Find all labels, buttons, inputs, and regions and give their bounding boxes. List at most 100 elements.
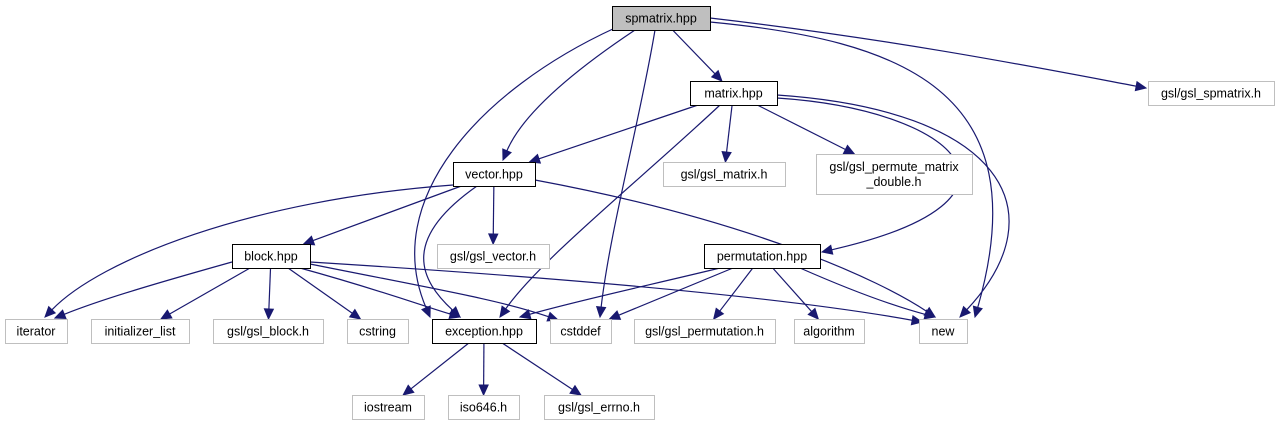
edge-matrix-to-vector — [528, 104, 699, 164]
node-box — [919, 319, 968, 344]
arrowhead-icon — [348, 308, 362, 320]
node-label: gsl/gsl_vector.h — [450, 250, 536, 264]
nodes-layer: spmatrix.hpp matrix.hpp gsl/gsl_spmatrix.h… — [5, 6, 1275, 420]
edge-block-to-cstring — [287, 267, 362, 320]
node-exception[interactable]: exception.hpp — [432, 319, 537, 344]
arrowhead-icon — [478, 384, 489, 397]
edge-permutation-to-new — [799, 267, 937, 320]
arrowhead-icon — [712, 307, 725, 320]
arrowhead-icon — [448, 308, 462, 320]
node-box — [794, 319, 865, 344]
edge-permutation-to-gsl_permutation — [712, 267, 754, 320]
arrowhead-icon — [807, 307, 820, 320]
node-gsl-vector: gsl/gsl_vector.h — [437, 244, 550, 269]
node-label: iterator — [17, 325, 56, 339]
node-iso646: iso646.h — [448, 395, 520, 420]
edge-permutation-to-exception — [518, 267, 721, 320]
node-box — [5, 319, 68, 344]
edge-spmatrix-to-new — [709, 21, 994, 319]
node-new: new — [919, 319, 968, 344]
node-label: vector.hpp — [465, 168, 523, 182]
arrowhead-icon — [721, 150, 732, 164]
node-label: spmatrix.hpp — [625, 12, 697, 26]
arrowhead-icon — [402, 384, 415, 396]
node-box — [550, 319, 612, 344]
edge-vector-to-gsl_vector — [488, 185, 499, 246]
edge-line — [169, 267, 251, 315]
edge-line — [799, 267, 926, 316]
node-box — [612, 6, 711, 31]
edge-line — [719, 267, 754, 312]
arrowhead-icon — [263, 308, 275, 321]
node-label: gsl/gsl_permute_matrix — [829, 160, 959, 174]
node-label: permutation.hpp — [717, 250, 807, 264]
edge-permutation-to-cstddef — [608, 267, 734, 320]
node-box — [437, 244, 550, 269]
arrowhead-icon — [518, 309, 532, 320]
edge-spmatrix-to-matrix — [672, 29, 723, 82]
node-algorithm: algorithm — [794, 319, 865, 344]
edge-line — [410, 342, 470, 390]
node-block[interactable]: block.hpp — [232, 244, 311, 269]
edge-line — [772, 267, 813, 312]
arrowhead-icon — [502, 148, 512, 162]
arrowhead-icon — [44, 305, 57, 318]
node-label: matrix.hpp — [704, 87, 762, 101]
edge-line — [501, 342, 573, 390]
node-matrix[interactable]: matrix.hpp — [690, 81, 778, 106]
arrowhead-icon — [972, 305, 983, 319]
node-box — [704, 244, 821, 269]
edge-block-to-gsl_block — [263, 267, 275, 321]
arrowhead-icon — [499, 305, 511, 318]
node-box — [544, 395, 655, 420]
node-cstddef: cstddef — [550, 319, 612, 344]
edge-line — [725, 104, 733, 153]
node-label: iostream — [364, 401, 412, 415]
node-box — [816, 154, 973, 195]
node-spmatrix: spmatrix.hpp — [612, 6, 711, 31]
node-gsl-spmatrix: gsl/gsl_spmatrix.h — [1148, 81, 1275, 106]
node-gsl-permute-matrix-double: gsl/gsl_permute_matrix_double.h — [816, 154, 973, 195]
node-box — [448, 395, 520, 420]
edge-line — [312, 185, 462, 242]
node-label: gsl/gsl_matrix.h — [681, 168, 768, 182]
node-vector[interactable]: vector.hpp — [453, 162, 536, 187]
edge-line — [268, 267, 272, 310]
arrowhead-icon — [569, 384, 582, 396]
node-box — [347, 319, 409, 344]
arrowhead-icon — [710, 69, 723, 82]
edge-line — [776, 94, 1010, 311]
node-box — [453, 162, 536, 187]
node-label: initializer_list — [105, 325, 176, 339]
edge-exception-to-iostream — [402, 342, 470, 396]
arrowhead-icon — [528, 153, 542, 164]
edge-spmatrix-to-cstddef — [595, 29, 656, 319]
node-label: block.hpp — [244, 250, 298, 264]
node-box — [232, 244, 311, 269]
arrowhead-icon — [421, 305, 431, 319]
arrowhead-icon — [608, 310, 622, 320]
node-box — [91, 319, 190, 344]
arrowhead-icon — [923, 309, 937, 320]
node-permutation[interactable]: permutation.hpp — [704, 244, 821, 269]
node-box — [352, 395, 425, 420]
arrowhead-icon — [488, 233, 499, 246]
edge-line — [538, 104, 699, 160]
edge-exception-to-iso646 — [478, 342, 489, 397]
edge-matrix-to-exception — [499, 104, 721, 318]
node-label: iso646.h — [460, 401, 507, 415]
arrowhead-icon — [842, 144, 856, 155]
edge-line — [64, 261, 233, 315]
edge-line — [709, 17, 1137, 87]
edge-line — [414, 27, 616, 309]
edge-line — [709, 21, 994, 308]
node-iterator: iterator — [5, 319, 68, 344]
node-label: _double.h — [866, 175, 922, 189]
edge-line — [492, 185, 495, 235]
node-label: gsl/gsl_permutation.h — [645, 325, 764, 339]
arrowhead-icon — [1134, 80, 1148, 92]
arrowhead-icon — [820, 244, 834, 255]
edge-line — [309, 263, 549, 318]
edge-line — [299, 267, 451, 315]
edge-line — [423, 185, 478, 311]
